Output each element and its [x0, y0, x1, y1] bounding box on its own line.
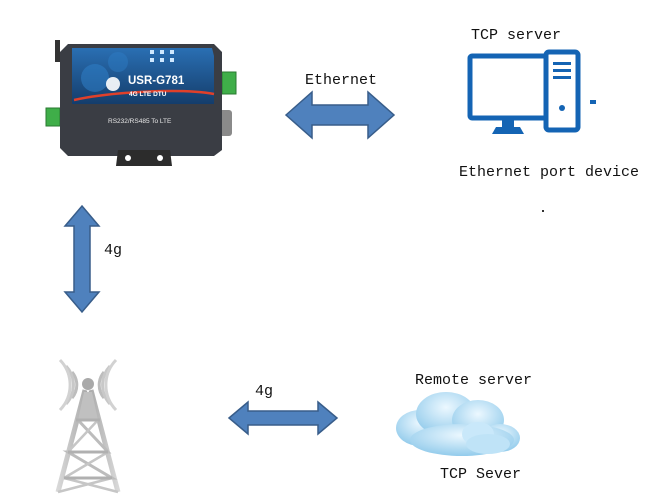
tcp-server-label: TCP server	[471, 27, 562, 44]
vertical-4g-label: 4g	[104, 242, 123, 259]
remote-server-label: Remote server	[415, 372, 533, 389]
horizontal-4g-label: 4g	[255, 383, 274, 400]
vertical-4g-link-arrow	[63, 204, 101, 314]
ethernet-port-device-label: Ethernet port device	[459, 164, 640, 181]
ethernet-label: Ethernet	[305, 72, 378, 89]
cell-tower-icon	[55, 358, 121, 494]
dtu-device-icon: USR-G781 4G LTE DTU RS232/RS485 To LTE	[45, 40, 237, 166]
device-subtitle-label: 4G LTE DTU	[129, 91, 167, 98]
horizontal-4g-link-arrow	[227, 400, 339, 436]
ethernet-link-arrow	[284, 90, 396, 140]
tcp-sever-label: TCP Sever	[440, 466, 522, 483]
computer-icon	[467, 49, 596, 134]
cloud-icon	[396, 392, 520, 456]
device-model-label: USR-G781	[128, 75, 185, 87]
device-tagline-label: RS232/RS485 To LTE	[108, 118, 172, 125]
